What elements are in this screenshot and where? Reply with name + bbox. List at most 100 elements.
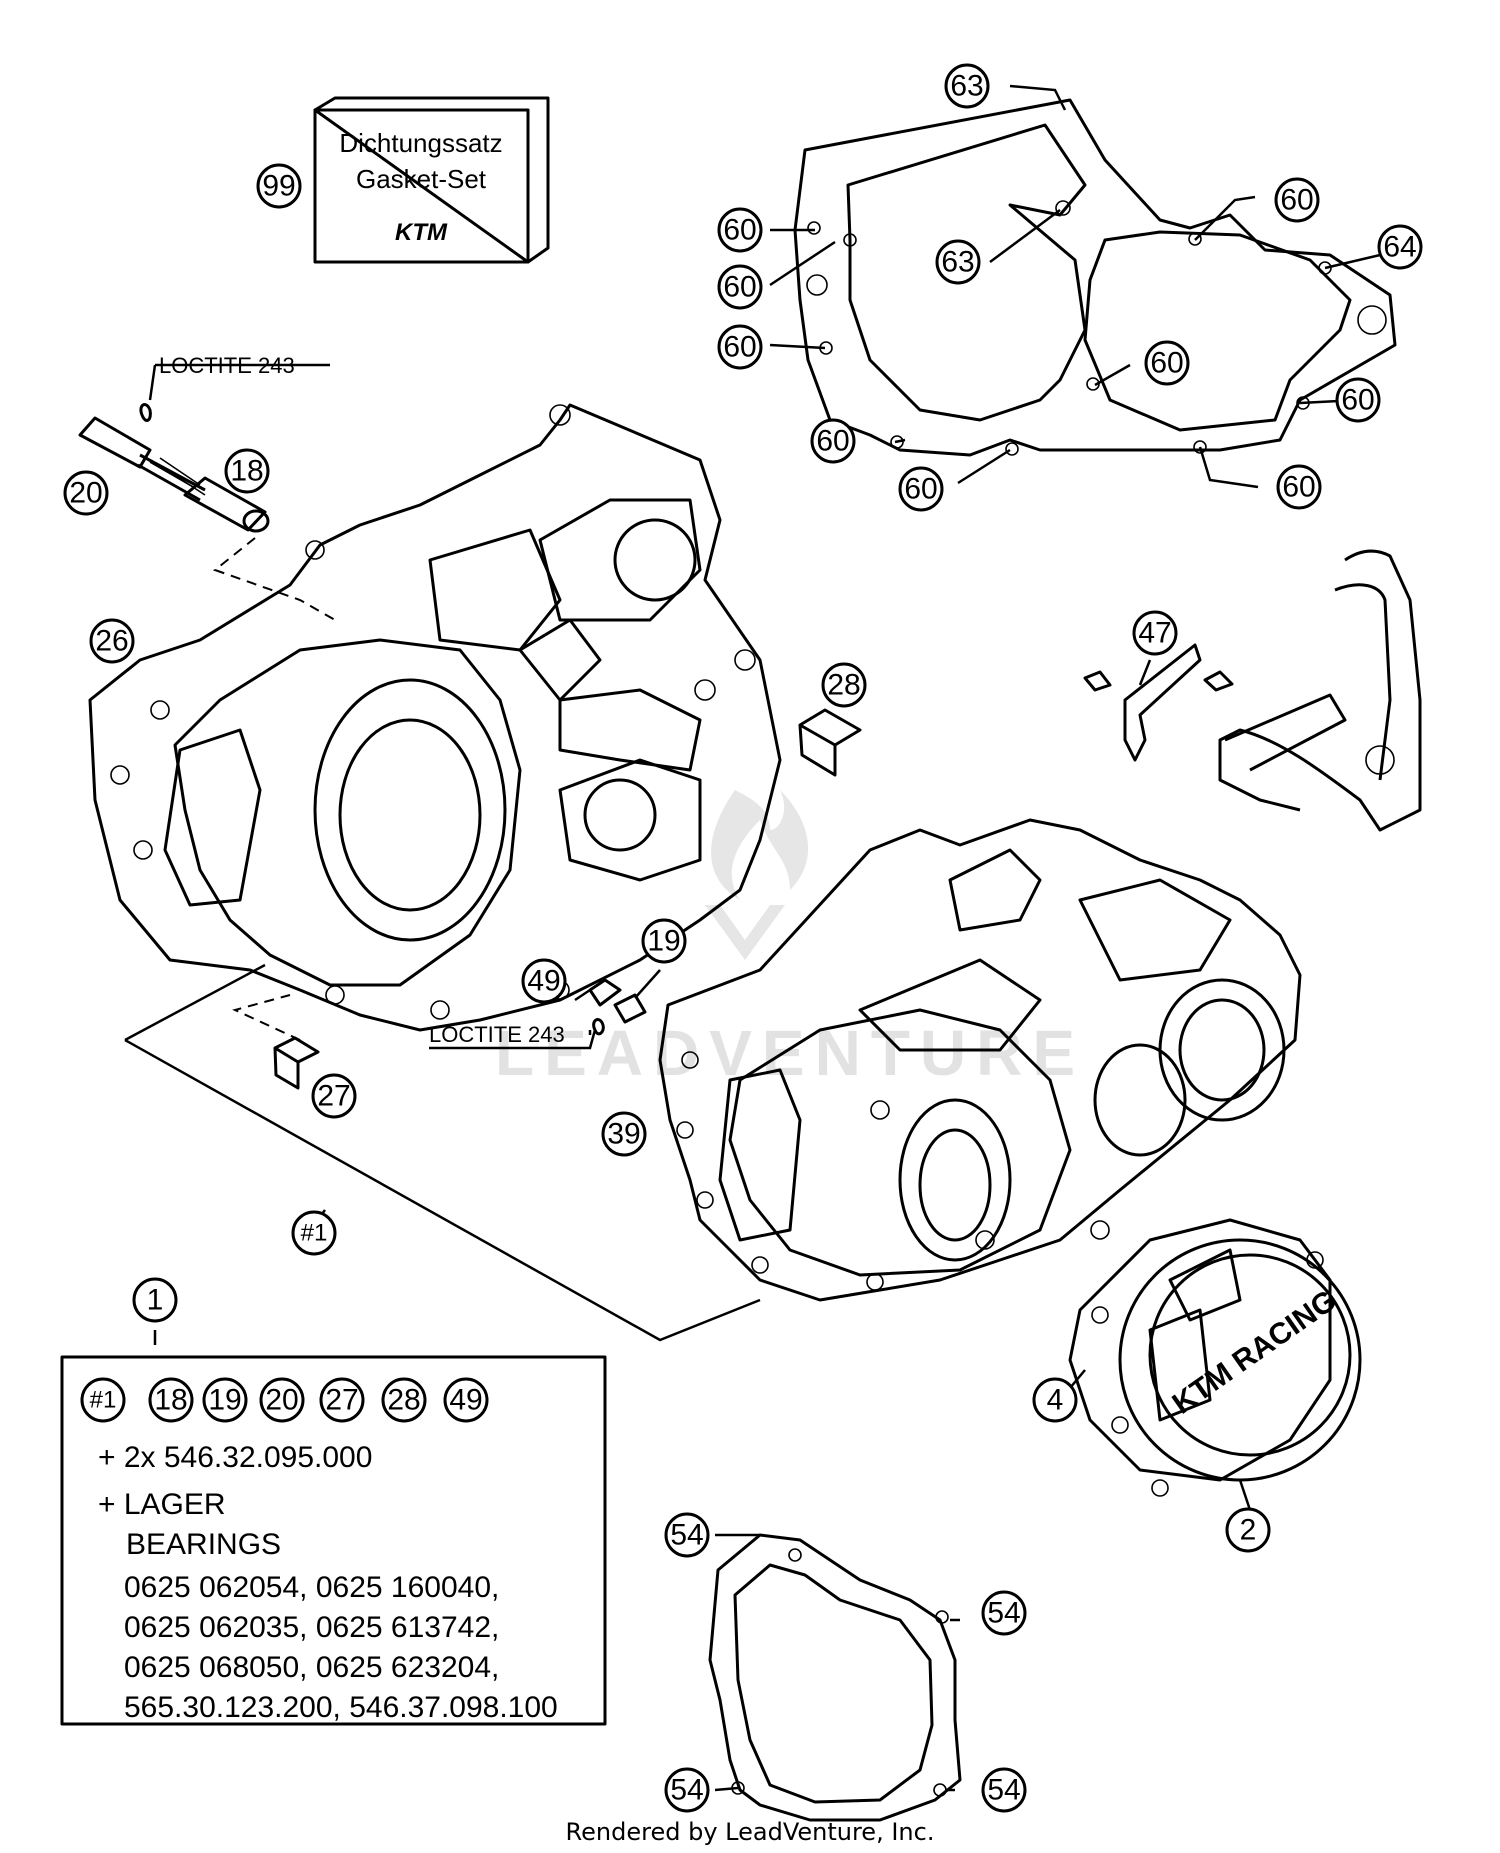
callout-2: 2 xyxy=(1225,1507,1271,1553)
loctite-top-label: LOCTITE 243 xyxy=(159,353,295,378)
legend-item: 18 xyxy=(148,1377,194,1423)
kit-line-2: Gasket-Set xyxy=(356,164,487,194)
callout-60-c: 60 xyxy=(717,324,763,370)
callout-54-d: 54 xyxy=(981,1767,1027,1813)
leader-lines xyxy=(148,84,1406,1792)
callout-1: 1 xyxy=(132,1277,178,1323)
callout-60-d: 60 xyxy=(1274,177,1320,223)
legend-line: 0625 062035, 0625 613742, xyxy=(124,1611,499,1644)
ignition-cover-gasket xyxy=(708,1533,962,1822)
dowel-sleeve-27 xyxy=(232,994,320,1090)
legend-item: 27 xyxy=(319,1377,365,1423)
callout-ref-1: #1 xyxy=(291,1210,337,1256)
callout-60-h: 60 xyxy=(898,466,944,512)
parts-legend: #1 18 19 20 27 28 49 + 2x 546.32.095.000… xyxy=(60,1355,607,1726)
svg-text:LOCTITE 243: LOCTITE 243 xyxy=(159,353,295,378)
legend-line: 0625 068050, 0625 623204, xyxy=(124,1651,499,1684)
callout-60-g: 60 xyxy=(810,418,856,464)
svg-text:20: 20 xyxy=(69,477,102,510)
kit-line-1: Dichtungssatz xyxy=(339,128,502,158)
svg-text:60: 60 xyxy=(723,271,756,304)
callout-20: 20 xyxy=(63,470,109,516)
legend-item: 20 xyxy=(259,1377,305,1423)
callouts: 99 20 18 26 28 49 19 27 39 #1 47 4 2 1 6… xyxy=(63,63,1423,1813)
callout-54-b: 54 xyxy=(981,1590,1027,1636)
svg-text:63: 63 xyxy=(950,70,983,103)
svg-text:19: 19 xyxy=(208,1384,241,1417)
svg-text:#1: #1 xyxy=(90,1387,117,1414)
callout-54-a: 54 xyxy=(664,1512,710,1558)
svg-text:27: 27 xyxy=(317,1080,350,1113)
svg-text:99: 99 xyxy=(262,170,295,203)
svg-text:54: 54 xyxy=(670,1774,703,1807)
svg-text:28: 28 xyxy=(387,1384,420,1417)
gasket-set-box: Dichtungssatz Gasket-Set KTM xyxy=(313,96,550,264)
callout-60-f: 60 xyxy=(1335,377,1381,423)
ignition-cover: KTM RACING xyxy=(1068,1218,1362,1497)
svg-text:4: 4 xyxy=(1047,1384,1064,1417)
callout-99: 99 xyxy=(256,163,302,209)
callout-60-i: 60 xyxy=(1276,464,1322,510)
svg-text:39: 39 xyxy=(607,1118,640,1151)
small-parts-19-49 xyxy=(588,978,647,1036)
legend-line: 0625 062054, 0625 160040, xyxy=(124,1571,499,1604)
legend-line: + 2x 546.32.095.000 xyxy=(98,1441,372,1474)
legend-item: 19 xyxy=(202,1377,248,1423)
callout-19: 19 xyxy=(641,918,687,964)
ktm-logo: KTM xyxy=(395,219,448,246)
loctite-mid-label: LOCTITE 243 xyxy=(429,1022,597,1050)
legend-item: 49 xyxy=(443,1377,489,1423)
callout-60-e: 60 xyxy=(1144,340,1190,386)
svg-text:60: 60 xyxy=(1280,184,1313,217)
svg-text:26: 26 xyxy=(95,625,128,658)
svg-text:54: 54 xyxy=(670,1519,703,1552)
svg-text:60: 60 xyxy=(1341,384,1374,417)
bolt-and-sleeve xyxy=(78,403,336,621)
callout-49: 49 xyxy=(521,958,567,1004)
callout-28: 28 xyxy=(821,662,867,708)
svg-text:2: 2 xyxy=(1240,1514,1257,1547)
callout-54-c: 54 xyxy=(664,1767,710,1813)
callout-4: 4 xyxy=(1032,1377,1078,1423)
footer-credit: Rendered by LeadVenture, Inc. xyxy=(566,1818,935,1846)
chain-guide-47 xyxy=(1083,549,1422,832)
svg-text:18: 18 xyxy=(154,1384,187,1417)
legend-line: 565.30.123.200, 546.37.098.100 xyxy=(124,1691,558,1724)
callout-18: 18 xyxy=(224,448,270,494)
svg-text:64: 64 xyxy=(1383,231,1416,264)
callout-39: 39 xyxy=(601,1111,647,1157)
callout-64: 64 xyxy=(1377,224,1423,270)
svg-text:LOCTITE 243: LOCTITE 243 xyxy=(429,1022,565,1047)
svg-text:60: 60 xyxy=(816,425,849,458)
svg-text:#1: #1 xyxy=(301,1220,328,1247)
leadventure-watermark: LEADVENTURE xyxy=(495,790,1075,1089)
svg-text:60: 60 xyxy=(1282,471,1315,504)
callout-27: 27 xyxy=(311,1073,357,1119)
svg-text:27: 27 xyxy=(325,1384,358,1417)
svg-text:20: 20 xyxy=(265,1384,298,1417)
callout-63-top: 63 xyxy=(944,63,990,109)
callout-47: 47 xyxy=(1132,610,1178,656)
legend-line: + LAGER xyxy=(98,1488,226,1521)
svg-text:49: 49 xyxy=(527,965,560,998)
crankcase-right-half xyxy=(658,818,1302,1302)
crankcase-gasket-top xyxy=(793,98,1397,457)
svg-text:28: 28 xyxy=(827,669,860,702)
svg-text:19: 19 xyxy=(647,925,680,958)
svg-text:54: 54 xyxy=(987,1597,1020,1630)
dowel-sleeve-28 xyxy=(798,708,862,777)
callout-60-a: 60 xyxy=(717,207,763,253)
legend-items: #1 18 19 20 27 28 49 xyxy=(80,1377,489,1423)
svg-text:60: 60 xyxy=(904,473,937,506)
crankcase-left-half xyxy=(88,403,782,1032)
svg-text:60: 60 xyxy=(1150,347,1183,380)
callout-26: 26 xyxy=(89,618,135,664)
legend-item: #1 xyxy=(80,1377,126,1423)
svg-text:63: 63 xyxy=(941,246,974,279)
svg-text:54: 54 xyxy=(987,1774,1020,1807)
svg-text:47: 47 xyxy=(1138,617,1171,650)
legend-item: 28 xyxy=(381,1377,427,1423)
legend-line: BEARINGS xyxy=(126,1528,281,1561)
svg-text:49: 49 xyxy=(449,1384,482,1417)
